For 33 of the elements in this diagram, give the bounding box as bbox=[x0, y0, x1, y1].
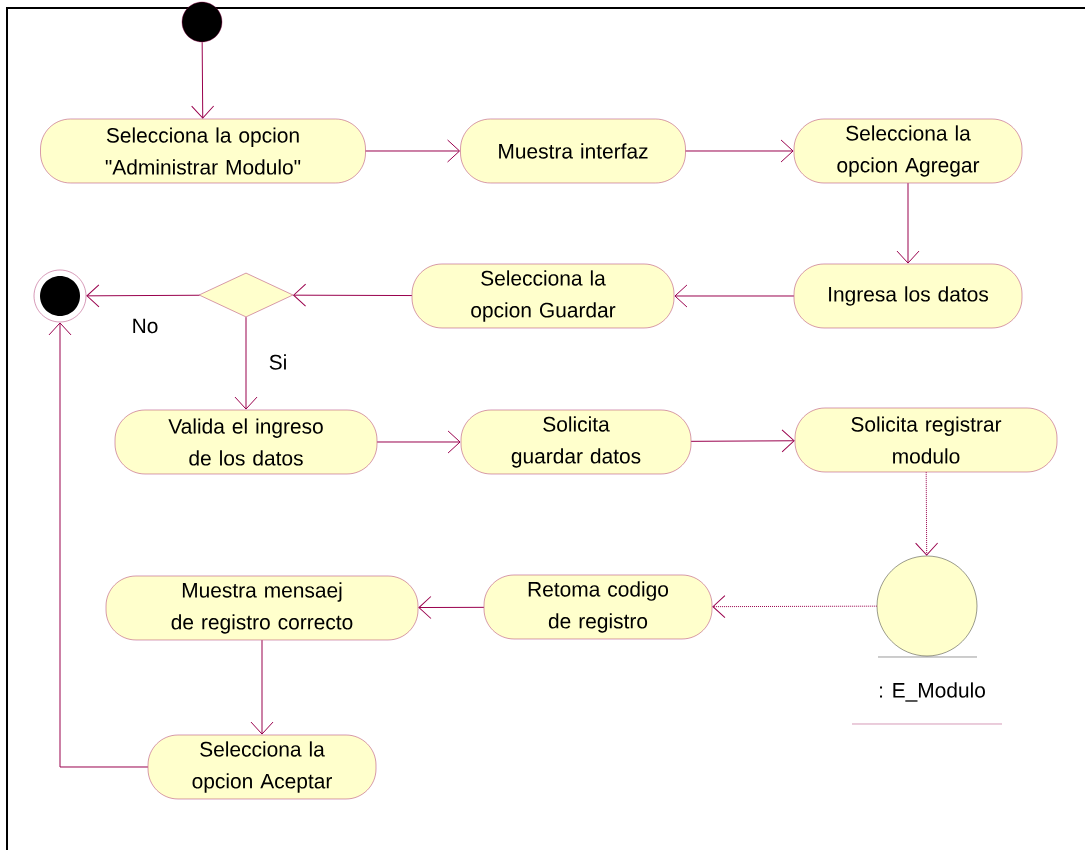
arrow bbox=[234, 316, 258, 410]
arrow bbox=[365, 139, 461, 163]
activity-box: Solicita guardar datos bbox=[460, 409, 692, 475]
activity-box: Selecciona la opcion Guardar bbox=[411, 263, 675, 329]
activity-box: Selecciona la opcion "Administrar Modulo" bbox=[40, 118, 366, 184]
arrow bbox=[690, 429, 795, 453]
arrow bbox=[712, 595, 878, 619]
activity-box: Retoma codigo de registro bbox=[483, 574, 713, 640]
arrow bbox=[376, 430, 461, 454]
arrow bbox=[293, 283, 413, 307]
edge-label: No bbox=[133, 318, 158, 334]
entity-label: : E_Modulo bbox=[851, 682, 1003, 725]
arrow bbox=[915, 471, 939, 556]
entity-symbol bbox=[876, 555, 978, 658]
activity-box: Selecciona la opcion Aceptar bbox=[147, 734, 377, 800]
decision-diamond bbox=[198, 272, 294, 318]
activity-box: Selecciona la opcion Agregar bbox=[793, 118, 1023, 184]
arrow bbox=[685, 139, 794, 163]
activity-box: Ingresa los datos bbox=[793, 263, 1023, 329]
arrow bbox=[674, 284, 795, 308]
activity-box: Muestra interfaz bbox=[460, 118, 686, 184]
activity-box: Valida el ingreso de los datos bbox=[114, 409, 378, 475]
end-symbol bbox=[33, 269, 87, 323]
edge-label: Si bbox=[269, 354, 286, 370]
activity-box: Solicita registrar modulo bbox=[794, 407, 1058, 473]
arrow bbox=[896, 182, 920, 264]
arrow bbox=[86, 284, 200, 308]
activity-box: Muestra mensaej de registro correcto bbox=[105, 575, 419, 641]
arrow bbox=[191, 41, 215, 119]
arrow bbox=[48, 322, 149, 768]
start-dot bbox=[181, 1, 223, 43]
arrow bbox=[250, 639, 274, 735]
arrow bbox=[418, 596, 485, 619]
